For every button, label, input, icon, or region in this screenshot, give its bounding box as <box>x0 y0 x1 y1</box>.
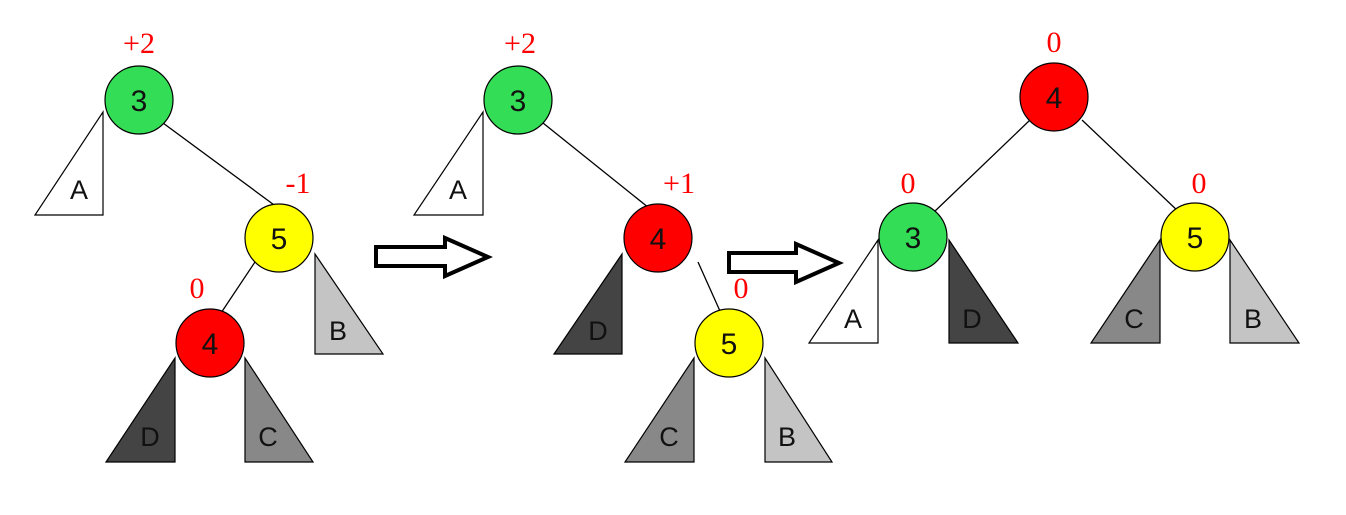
tree-3-subtree-d: D <box>948 238 1020 344</box>
tree-3-subtree-c-label: C <box>1124 304 1144 334</box>
tree-1-node-4: 4 0 <box>175 272 245 378</box>
tree-2-node-3-label: 3 <box>510 85 527 118</box>
tree-3-subtree-a: A <box>807 238 879 344</box>
tree-3-node-3: 3 0 <box>878 167 948 272</box>
tree-2: A D C B 3 +2 4 +1 5 0 <box>412 27 834 463</box>
tree-3-subtree-a-label: A <box>844 304 862 334</box>
tree-3-node-4: 4 0 <box>1019 26 1089 132</box>
tree-1-node-5-balance: -1 <box>286 167 311 200</box>
tree-2-node-5-balance: 0 <box>734 272 749 305</box>
tree-2-subtree-c: C <box>623 356 695 463</box>
tree-2-subtree-d-label: D <box>588 316 608 346</box>
tree-2-subtree-a-label: A <box>449 175 467 205</box>
tree-2-node-4-label: 4 <box>650 223 667 256</box>
tree-1-subtree-d-label: D <box>140 422 160 452</box>
tree-1-node-3-balance: +2 <box>123 27 155 60</box>
tree-2-node-5: 5 0 <box>694 272 764 378</box>
tree-2-subtree-d: D <box>552 252 623 355</box>
tree-1-node-3-label: 3 <box>131 85 148 118</box>
tree-3-edge-4-5 <box>1081 119 1181 214</box>
right-arrow-icon <box>727 240 844 286</box>
tree-2-subtree-c-label: C <box>659 422 679 452</box>
tree-2-node-4-balance: +1 <box>663 167 695 200</box>
tree-2-node-3: 3 +2 <box>483 27 553 135</box>
tree-1-node-3: 3 +2 <box>104 27 174 135</box>
tree-3-node-5-label: 5 <box>1187 222 1204 255</box>
tree-1-node-5-label: 5 <box>271 223 288 256</box>
tree-3-edge-4-3 <box>932 119 1031 214</box>
tree-1-node-4-balance: 0 <box>190 272 205 305</box>
tree-1-subtree-b: B <box>314 252 385 355</box>
tree-2-subtree-a: A <box>412 110 484 216</box>
tree-2-subtree-b-label: B <box>778 422 796 452</box>
tree-1-subtree-d: D <box>104 356 176 463</box>
tree-1: A B D C 3 +2 5 -1 4 0 <box>33 27 385 463</box>
tree-3-node-5-balance: 0 <box>1192 167 1207 200</box>
tree-1-node-5: 5 -1 <box>244 167 314 273</box>
tree-1-subtree-a-label: A <box>70 175 88 205</box>
tree-3-node-4-balance: 0 <box>1047 26 1062 59</box>
tree-3-node-3-balance: 0 <box>901 167 916 200</box>
tree-1-subtree-b-label: B <box>329 316 347 346</box>
tree-3-node-3-label: 3 <box>905 222 922 255</box>
tree-3-subtree-d-label: D <box>962 304 982 334</box>
tree-3-subtree-b-label: B <box>1244 304 1262 334</box>
tree-1-subtree-c: C <box>244 355 315 463</box>
tree-3-subtree-c: C <box>1089 238 1161 344</box>
tree-2-edge-3-4 <box>542 122 655 213</box>
tree-2-node-3-balance: +2 <box>504 27 536 60</box>
tree-1-edge-3-5 <box>162 122 286 214</box>
tree-3-subtree-b: B <box>1229 238 1301 344</box>
tree-3-node-4-label: 4 <box>1046 82 1063 115</box>
tree-2-node-5-label: 5 <box>721 328 738 361</box>
tree-3-node-5: 5 0 <box>1160 167 1230 272</box>
tree-1-subtree-c-label: C <box>258 422 278 452</box>
right-arrow-icon <box>374 234 493 280</box>
tree-1-node-4-label: 4 <box>202 328 219 361</box>
tree-3: A D C B 4 0 3 0 5 0 <box>807 26 1301 344</box>
tree-1-subtree-a: A <box>33 110 104 216</box>
tree-2-node-4: 4 +1 <box>623 167 695 273</box>
tree-2-subtree-b: B <box>764 355 834 463</box>
